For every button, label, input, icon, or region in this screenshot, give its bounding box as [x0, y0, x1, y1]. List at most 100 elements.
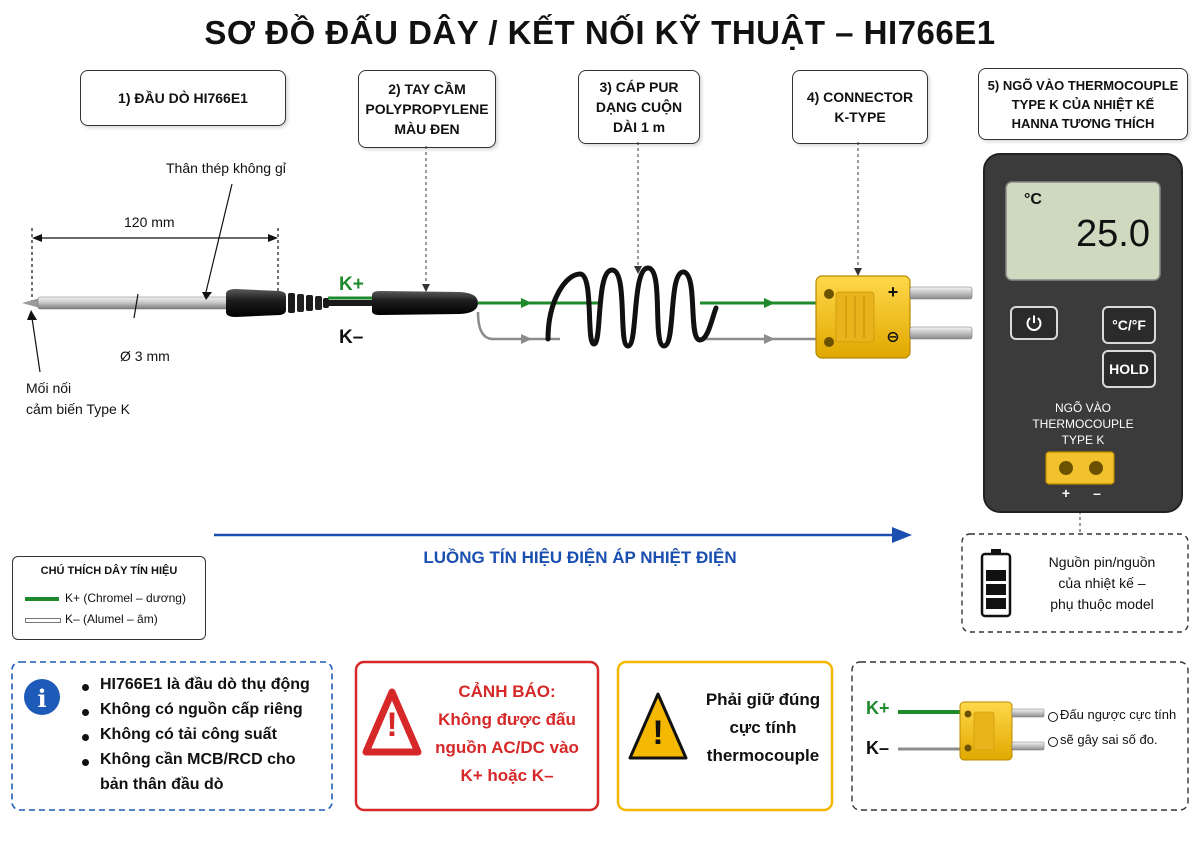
legend-heading: CHÚ THÍCH DÂY TÍN HIỆU — [40, 565, 178, 577]
shaft-leader — [205, 183, 233, 293]
legend-plus: K+ (Chromel – dương) — [65, 591, 186, 605]
kplus-arrows — [521, 298, 775, 308]
info-bullet-2 — [82, 709, 89, 716]
warning-line3: nguồn AC/DC vào — [435, 738, 579, 757]
reverse-box — [851, 661, 1189, 811]
legend-silver-swatch — [25, 618, 61, 623]
warning-triangle-yellow-icon — [628, 692, 688, 760]
info-item-3: Không có tải công suất — [100, 726, 277, 743]
diameter-label: Ø 3 mm — [120, 348, 170, 364]
callout-input-line3: HANNA TƯƠNG THÍCH — [1011, 115, 1155, 131]
page-title: SƠ ĐỒ ĐẤU DÂY / KẾT NỐI KỸ THUẬT – HI766… — [204, 14, 996, 51]
callout-cable: 3) CÁP PUR DẠNG CUỘN DÀI 1 m — [578, 70, 700, 144]
probe-handle — [226, 289, 286, 317]
meter-input-label-line2: THERMOCOUPLE — [1032, 417, 1134, 431]
polarity-line1: Phải giữ đúng — [705, 690, 821, 709]
callout-input-line1: 5) NGÕ VÀO THERMOCOUPLE — [987, 77, 1179, 93]
leader-arrowheads — [422, 266, 862, 292]
dimension-arrow-right — [268, 234, 278, 242]
power-line3: phụ thuộc model — [1050, 596, 1154, 612]
info-bullet-4 — [82, 759, 89, 766]
reverse-connector — [959, 701, 1045, 761]
reverse-kminus-label: K– — [866, 738, 890, 758]
power-line2: của nhiệt kế – — [1058, 575, 1146, 591]
warning-exclaim-red: ! — [386, 706, 398, 744]
legend-green-swatch — [25, 597, 59, 601]
power-icon — [1026, 315, 1042, 331]
info-item-4: Không cần MCB/RCD cho — [100, 751, 296, 768]
cable-segment-a — [328, 300, 376, 306]
junction-label-line1: Mối nối — [26, 380, 72, 396]
signal-flow-arrowhead — [892, 527, 912, 543]
ktype-connector — [815, 275, 973, 359]
dimension-arrow-left — [32, 234, 42, 242]
reverse-bullet-1 — [1048, 712, 1058, 722]
info-box — [11, 661, 333, 811]
junction-leader-arrow — [27, 310, 37, 320]
lcd-unit: °C — [1024, 191, 1042, 208]
info-icon: i — [37, 684, 47, 713]
warning-triangle-red-icon — [362, 688, 422, 756]
hold-button[interactable]: HOLD — [1102, 350, 1156, 388]
junction-label-line2: cảm biến Type K — [26, 401, 131, 417]
info-icon-circle — [24, 679, 60, 715]
info-item-4-cont: bản thân đầu dò — [100, 776, 224, 793]
warning-box — [354, 660, 600, 812]
meter-input-socket — [1045, 451, 1115, 485]
kplus-label: K+ — [339, 274, 364, 295]
dimension-120mm — [31, 228, 279, 302]
kminus-arrows — [521, 334, 775, 344]
callout-cable-line3: DÀI 1 m — [612, 119, 666, 135]
meter-input-plus: + — [1061, 485, 1071, 501]
callout-handle-line2: POLYPROPYLENE — [365, 101, 489, 117]
callout-handle-line1: 2) TAY CẦM — [388, 81, 466, 97]
polarity-line3: thermocouple — [706, 746, 820, 765]
connector-plus-sign: + — [888, 282, 899, 302]
callout-probe-text: 1) ĐẦU DÒ HI766E1 — [118, 90, 248, 106]
polarity-box — [616, 660, 834, 812]
lcd-reading: 25.0 — [1076, 213, 1150, 255]
callout-input: 5) NGÕ VÀO THERMOCOUPLE TYPE K CỦA NHIỆT… — [978, 68, 1188, 140]
callout-cable-line2: DẠNG CUỘN — [595, 99, 683, 115]
warning-line4: K+ hoặc K– — [460, 766, 554, 785]
socket-hole-minus — [1089, 461, 1103, 475]
connector-minus-sign: ⊖ — [886, 329, 899, 346]
unit-toggle-button[interactable]: °C/°F — [1102, 306, 1156, 344]
reverse-bullet-2 — [1048, 737, 1058, 747]
reverse-line2: sẽ gây sai số đo. — [1060, 732, 1158, 747]
meter-lcd — [1005, 181, 1161, 281]
kminus-label: K– — [339, 327, 364, 348]
callout-connector-line2: K-TYPE — [834, 109, 886, 125]
info-item-2: Không có nguồn cấp riêng — [100, 701, 303, 718]
power-button[interactable] — [1010, 306, 1058, 340]
callout-connector: 4) CONNECTOR K-TYPE — [792, 70, 928, 144]
wire-legend: CHÚ THÍCH DÂY TÍN HIỆU K+ (Chromel – dươ… — [12, 556, 206, 640]
reverse-line1: Đấu ngược cực tính — [1060, 707, 1177, 722]
length-label: 120 mm — [124, 214, 175, 230]
meter-input-minus: – — [1093, 485, 1101, 501]
battery-icon — [980, 549, 1012, 618]
callout-leaders — [425, 142, 859, 288]
polarity-line2: cực tính — [729, 718, 797, 737]
info-bullet-3 — [82, 734, 89, 741]
shaft-label: Thân thép không gỉ — [166, 160, 286, 176]
power-box — [961, 533, 1189, 633]
junction-leader — [31, 317, 41, 373]
warning-line2: Không được đấu — [438, 710, 576, 729]
reverse-kplus-label: K+ — [866, 698, 890, 718]
coiled-cable — [545, 265, 719, 349]
power-line1: Nguồn pin/nguồn — [1048, 554, 1156, 570]
info-bullet-1 — [82, 684, 89, 691]
probe-shaft — [37, 296, 231, 310]
info-item-1: HI766E1 là đầu dò thụ động — [100, 676, 310, 693]
signal-flow-label: LUỒNG TÍN HIỆU ĐIỆN ÁP NHIỆT ĐIỆN — [423, 548, 737, 567]
meter-input-label-line1: NGÕ VÀO — [1054, 401, 1111, 415]
callout-cable-line1: 3) CÁP PUR — [599, 79, 679, 95]
warning-exclaim-yellow: ! — [652, 714, 664, 752]
callout-input-line2: TYPE K CỦA NHIỆT KẾ — [1011, 96, 1155, 112]
probe-tip — [22, 298, 40, 308]
callout-handle: 2) TAY CẦM POLYPROPYLENE MÀU ĐEN — [358, 70, 496, 148]
meter-input-label-line3: TYPE K — [1061, 433, 1105, 447]
wire-kplus — [328, 296, 818, 305]
